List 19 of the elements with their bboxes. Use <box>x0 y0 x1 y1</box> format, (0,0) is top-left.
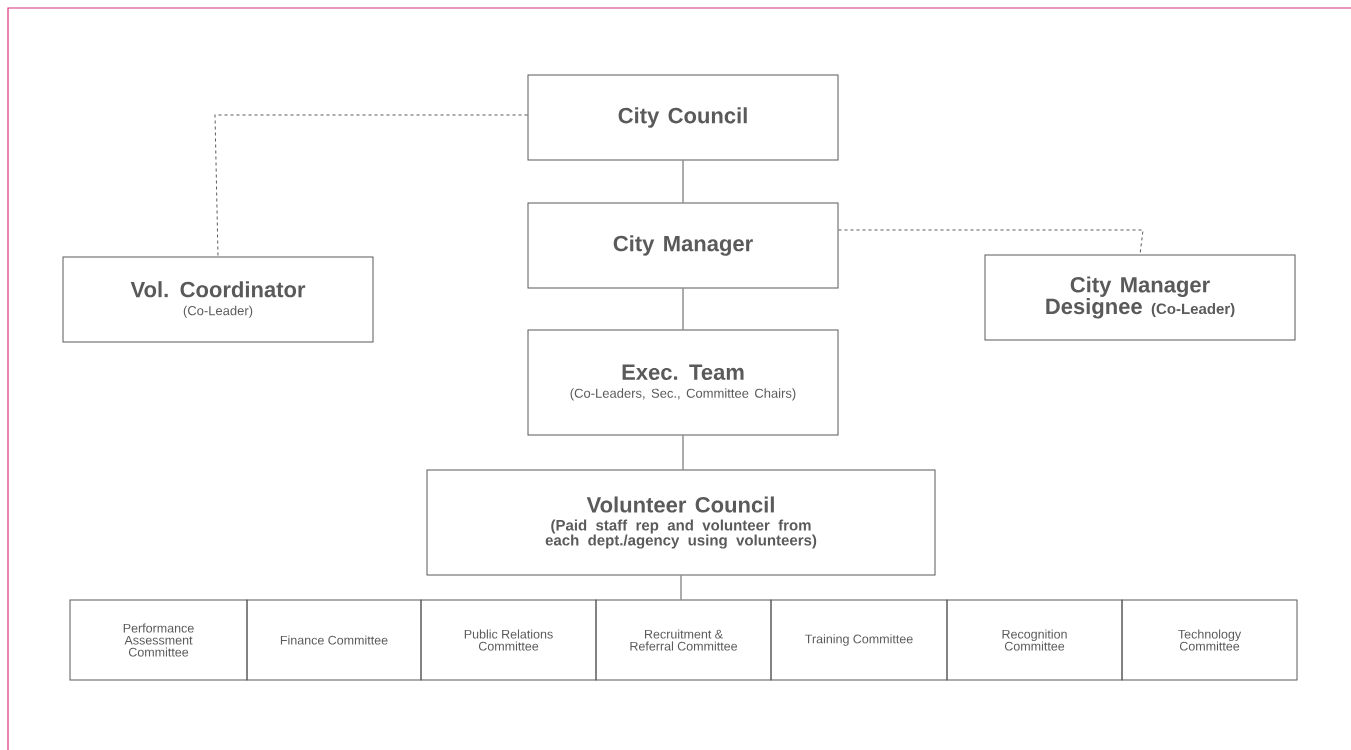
org-box: Exec. Team (Co-Leaders, Sec., Committee Chairs) <box>527 329 839 436</box>
connector-line <box>682 160 684 203</box>
org-box: Volunteer Council (Paid staff rep and volunteer from each dept./agency using volunteers) <box>426 469 936 576</box>
org-box: City Council <box>527 74 839 161</box>
committee-box: Public Relations Committee <box>420 599 597 681</box>
connector-line <box>838 229 1144 255</box>
committee-box: Recruitment & Referral Committee <box>595 599 772 681</box>
org-box: City Manager <box>527 202 839 289</box>
connector-line <box>682 288 684 330</box>
committee-box: Recognition Committee <box>946 599 1123 681</box>
org-box: City Manager Designee (Co-Leader) <box>984 254 1296 341</box>
committee-box: Performance Assessment Committee <box>69 599 248 681</box>
committee-box: Technology Committee <box>1121 599 1298 681</box>
connector-line <box>214 114 528 257</box>
org-box: Vol. Coordinator (Co-Leader) <box>62 256 374 343</box>
connector-line <box>680 575 682 600</box>
committee-box: Training Committee <box>770 599 948 681</box>
connector-line <box>682 435 684 470</box>
committee-box: Finance Committee <box>246 599 422 681</box>
